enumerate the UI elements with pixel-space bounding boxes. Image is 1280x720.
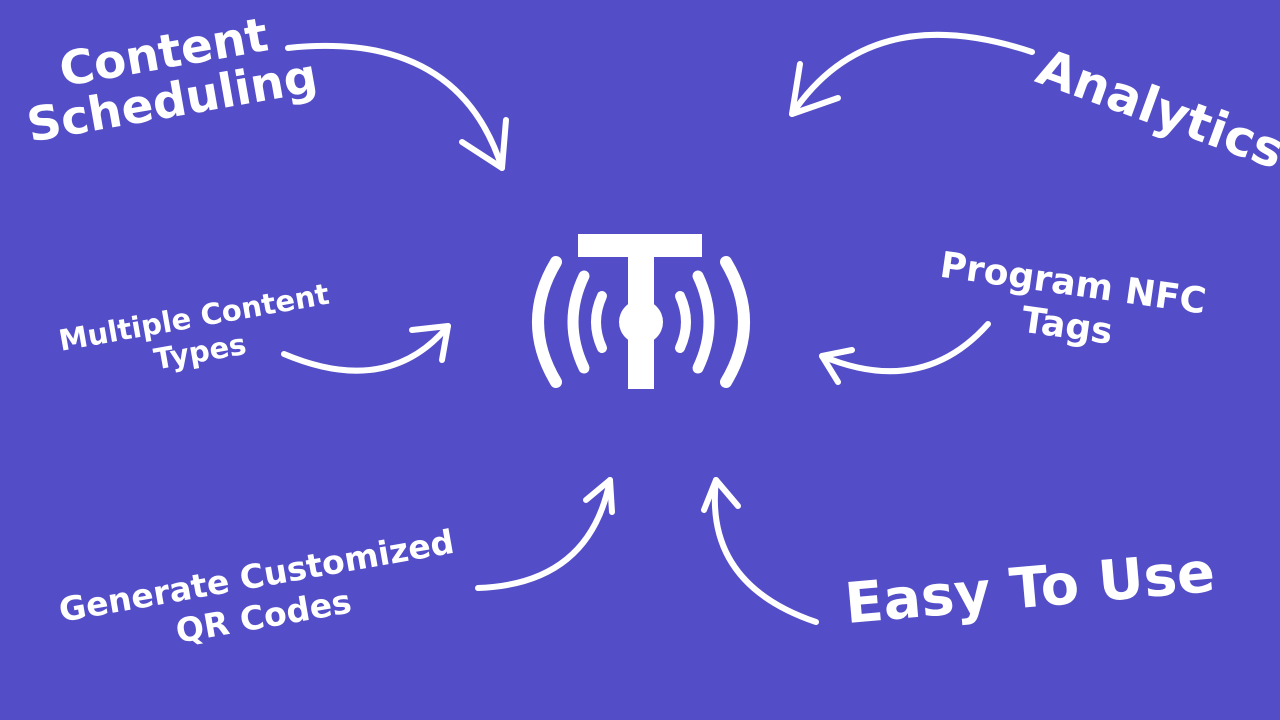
logo-center-dot: [619, 300, 663, 344]
logo-wave-left-outer: [532, 256, 562, 388]
arrow-generate-qr-codes: [475, 477, 615, 591]
arrow-multiple-content-types: [281, 323, 451, 374]
logo-wave-right-inner: [675, 291, 691, 353]
arrow-content-scheduling: [285, 42, 509, 171]
arrow-program-nfc-tags: [819, 321, 991, 385]
arrow-analytics: [789, 31, 1035, 117]
arrow-easy-to-use: [701, 477, 819, 625]
logo-t-bar: [578, 234, 702, 257]
logo-wave-right-outer: [720, 256, 750, 388]
logo-wave-left-middle: [567, 270, 590, 374]
nfc-signal-t-icon: [532, 234, 750, 389]
logo-wave-left-inner: [591, 291, 607, 353]
logo-wave-right-middle: [692, 270, 715, 374]
